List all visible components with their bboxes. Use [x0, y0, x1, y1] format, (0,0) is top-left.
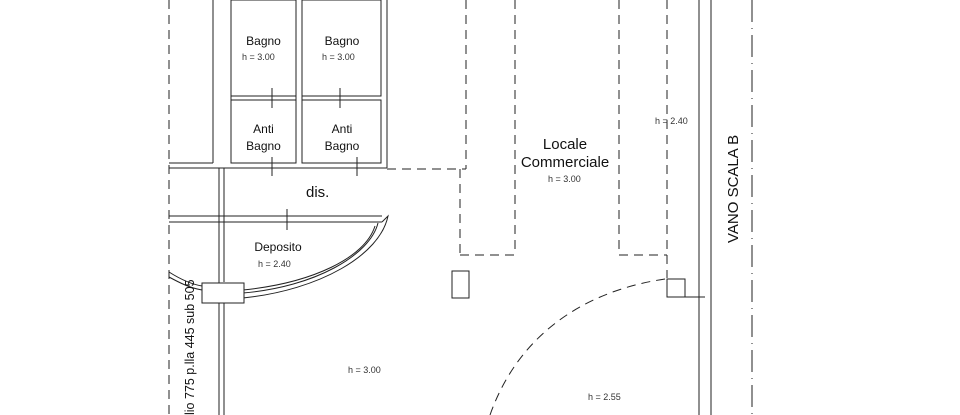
- antibagno-2-line1: Anti: [331, 122, 353, 136]
- locale-line1: Locale: [542, 136, 588, 153]
- antibagno-2-line2: Bagno: [324, 139, 360, 153]
- room-label-locale-commerciale: Locale Commerciale: [510, 136, 620, 172]
- locale-line2: Commerciale: [520, 154, 610, 171]
- room-height-deposito: h = 2.40: [258, 259, 291, 269]
- cadastral-note: lio 775 p.lla 445 sub 505: [183, 279, 197, 415]
- room-height-right: h = 2.55: [588, 392, 621, 402]
- room-height-locale: h = 3.00: [548, 174, 581, 184]
- room-label-antibagno-2: Anti Bagno: [312, 122, 372, 153]
- room-label-bagno-1: Bagno: [246, 34, 281, 48]
- room-label-antibagno-1: Anti Bagno: [236, 122, 291, 153]
- room-height-bagno-1: h = 3.00: [242, 52, 275, 62]
- walls-deposito: [168, 168, 470, 415]
- walls-bathrooms: [169, 0, 388, 176]
- room-label-bagno-2: Bagno: [324, 34, 360, 48]
- dashed-boundaries: [168, 0, 753, 415]
- antibagno-1-line1: Anti: [253, 122, 274, 136]
- antibagno-1-line2: Bagno: [246, 139, 281, 153]
- walls-stairwell: [666, 0, 712, 415]
- room-height-strip-right: h = 2.40: [655, 116, 688, 126]
- room-height-center: h = 3.00: [348, 365, 381, 375]
- room-height-bagno-2: h = 3.00: [322, 52, 355, 62]
- room-label-disimpegno: dis.: [306, 184, 330, 201]
- stairwell-label: VANO SCALA B: [725, 134, 742, 243]
- room-label-deposito: Deposito: [254, 240, 302, 254]
